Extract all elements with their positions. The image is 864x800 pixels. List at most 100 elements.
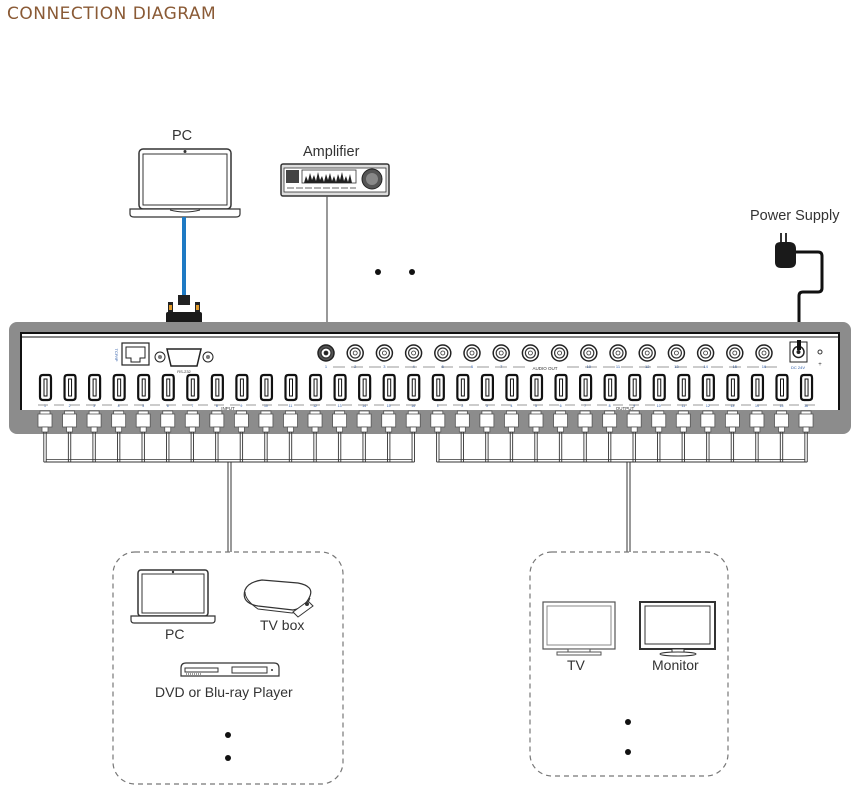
hdmi-output-port: 5 <box>529 373 544 408</box>
hdmi-cable-plug <box>577 410 593 462</box>
hdmi-cable-plug <box>332 410 348 462</box>
hdmi-cable-plug <box>62 410 77 462</box>
dvd-player-icon <box>180 662 280 677</box>
hdmi-cable-plug <box>675 410 691 462</box>
hdmi-cable-plug <box>749 410 765 462</box>
hdmi-input-port: 14 <box>358 373 372 408</box>
input-label: INPUT <box>221 406 235 411</box>
hdmi-cable-plug <box>209 410 225 462</box>
page-title: CONNECTION DIAGRAM <box>7 4 217 24</box>
audio-port-number: 1 <box>325 364 328 369</box>
audio-out-jack: 6 <box>463 344 481 369</box>
hdmi-port-number: 14 <box>755 404 759 408</box>
hdmi-cable-plug <box>233 410 249 462</box>
hdmi-port-number: 3 <box>486 404 488 408</box>
more-dot <box>375 269 381 275</box>
hdmi-port-number: 2 <box>69 404 71 408</box>
audio-out-jack: 2 <box>346 344 364 369</box>
hdmi-input-port: 5 <box>137 373 151 408</box>
audio-port-number: 3 <box>383 364 386 369</box>
hdmi-output-port: 6 <box>554 373 568 408</box>
hdmi-input-port: 11 <box>284 373 298 408</box>
lan-port-label: TCP/IP <box>114 349 119 362</box>
hdmi-input-port: 13 <box>333 373 347 408</box>
hdmi-cable-plug <box>454 410 470 462</box>
hdmi-port-number: 9 <box>240 404 242 408</box>
hdmi-port-number: 2 <box>461 404 463 408</box>
rs232-cable <box>182 217 186 297</box>
hdmi-output-port: 11 <box>677 373 691 408</box>
dc-jack-label: DC 24V <box>791 365 805 370</box>
hdmi-output-port: 14 <box>750 373 765 408</box>
hdmi-input-port: 6 <box>161 373 175 408</box>
tv-icon <box>542 601 616 656</box>
hdmi-port-number: 4 <box>118 404 120 408</box>
hdmi-input-port: 12 <box>308 373 323 408</box>
audio-out-jack: 5 <box>434 344 452 369</box>
hdmi-input-port: 3 <box>88 373 102 408</box>
tv-box-icon <box>243 579 314 618</box>
hdmi-cable-plug <box>504 410 519 462</box>
audio-port-number: 13 <box>674 364 679 369</box>
hdmi-port-number: 8 <box>216 404 218 408</box>
audio-out-jack: 3 <box>375 344 394 369</box>
hdmi-output-port: 7 <box>579 373 593 408</box>
hdmi-port-number: 10 <box>657 404 661 408</box>
hdmi-input-port: 2 <box>63 373 77 408</box>
hdmi-cable-plug <box>602 410 618 462</box>
hdmi-input-port: 8 <box>210 373 224 408</box>
audio-out-jack: 13 <box>667 344 686 369</box>
hdmi-port-number: 13 <box>730 404 734 408</box>
hdmi-output-port: 1 <box>431 373 445 408</box>
hdmi-port-number: 11 <box>681 404 685 408</box>
hdmi-port-number: 6 <box>167 404 169 408</box>
power-led <box>817 349 823 355</box>
audio-port-number: 14 <box>703 364 708 369</box>
hdmi-cable-plug <box>356 410 372 462</box>
hdmi-cable-plug <box>111 410 127 462</box>
monitor-label: Monitor <box>652 657 699 673</box>
hdmi-input-port: 10 <box>259 373 274 408</box>
hdmi-port-number: 4 <box>510 404 512 408</box>
hdmi-port-number: 5 <box>535 404 537 408</box>
hdmi-cable-plug <box>405 410 421 462</box>
hdmi-port-number: 14 <box>362 404 366 408</box>
audio-port-number: 5 <box>442 364 445 369</box>
hdmi-input-port: 7 <box>186 373 200 408</box>
source-laptop-icon <box>130 569 216 624</box>
hdmi-cable-plug <box>160 410 176 462</box>
amplifier-label: Amplifier <box>303 144 360 160</box>
hdmi-port-number: 15 <box>387 404 391 408</box>
hdmi-port-number: 7 <box>584 404 586 408</box>
hdmi-cable-plug <box>283 410 298 462</box>
audio-out-jack: 8 <box>521 344 540 369</box>
display-devices-group <box>529 551 729 777</box>
hdmi-cable-plug <box>37 410 53 462</box>
hdmi-port-number: 12 <box>313 404 317 408</box>
hdmi-input-port: 16 <box>407 373 421 408</box>
hdmi-cable-plug <box>651 410 667 462</box>
hdmi-cable-plug <box>774 410 789 462</box>
hdmi-output-port: 15 <box>775 373 789 408</box>
audio-out-jack: 4 <box>404 344 423 369</box>
audio-out-jack: 1 <box>317 344 335 369</box>
audio-port-number: 16 <box>762 364 767 369</box>
more-dot <box>625 749 631 755</box>
hdmi-input-port: 9 <box>235 373 249 408</box>
more-dot <box>625 719 631 725</box>
hdmi-output-port: 2 <box>456 373 470 408</box>
hdmi-port-number: 6 <box>560 404 562 408</box>
audio-port-number: 7 <box>500 364 503 369</box>
hdmi-output-port: 4 <box>505 373 519 408</box>
more-dot <box>409 269 415 275</box>
output-label: OUTPUT <box>616 406 635 411</box>
hdmi-cable-plug <box>553 410 568 462</box>
audio-out-jack: 11 <box>609 344 627 369</box>
more-dot <box>225 732 231 738</box>
power-adapter-icon <box>775 233 824 342</box>
hdmi-port-number: 15 <box>780 404 784 408</box>
hdmi-cable-plug <box>626 410 642 462</box>
audio-out-jack: 16 <box>755 344 773 369</box>
audio-out-jack: 10 <box>580 344 598 369</box>
